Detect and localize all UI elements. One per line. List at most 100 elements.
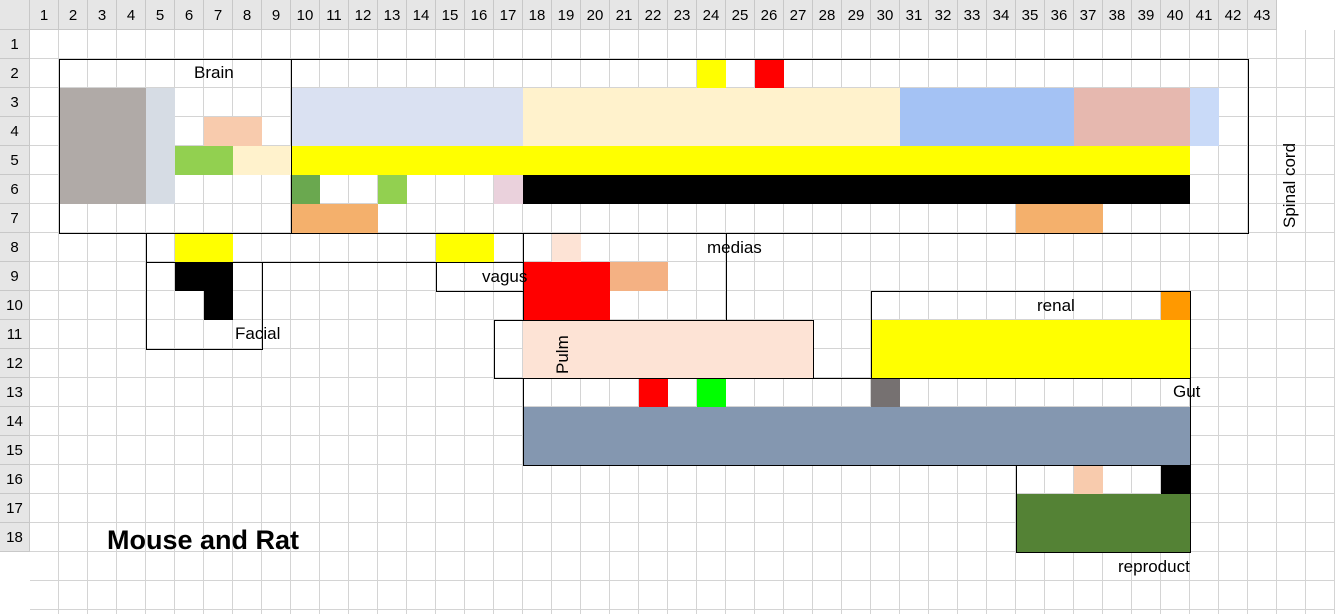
row-header-16[interactable]: 16 [0,465,30,494]
cell-fill-pink [494,175,523,204]
column-header-29[interactable]: 29 [842,0,871,30]
facial-region [146,262,263,350]
cell-fill-dark-green [291,175,320,204]
column-header-37[interactable]: 37 [1074,0,1103,30]
cell-fill-yellow [175,233,233,262]
row-header-7[interactable]: 7 [0,204,30,233]
column-header-8[interactable]: 8 [233,0,262,30]
column-header-6[interactable]: 6 [175,0,204,30]
vagus-label: vagus [482,267,528,286]
column-header-14[interactable]: 14 [407,0,436,30]
cell-fill-yellow [436,233,494,262]
row-header-9[interactable]: 9 [0,262,30,291]
cell-fill-yellow [697,59,726,88]
cell-fill-black [204,291,233,320]
column-header-1[interactable]: 1 [30,0,59,30]
reproduct-label: reproduct [1118,557,1190,576]
row-header-13[interactable]: 13 [0,378,30,407]
column-header-4[interactable]: 4 [117,0,146,30]
cell-fill-slate [523,407,1190,465]
column-header-41[interactable]: 41 [1190,0,1219,30]
spinal-cord-label: Spinal cord [1280,142,1299,228]
column-header-31[interactable]: 31 [900,0,929,30]
column-header-16[interactable]: 16 [465,0,494,30]
cell-fill-rose [1074,88,1190,146]
cell-fill-peach [204,117,262,146]
column-header-10[interactable]: 10 [291,0,320,30]
row-header-15[interactable]: 15 [0,436,30,465]
column-header-39[interactable]: 39 [1132,0,1161,30]
column-header-26[interactable]: 26 [755,0,784,30]
row-header-6[interactable]: 6 [0,175,30,204]
column-header-36[interactable]: 36 [1045,0,1074,30]
cell-fill-red [755,59,784,88]
column-header-22[interactable]: 22 [639,0,668,30]
row-header-12[interactable]: 12 [0,349,30,378]
cell-fill-red [523,262,610,320]
column-header-33[interactable]: 33 [958,0,987,30]
brain-label: Brain [194,63,234,82]
column-header-43[interactable]: 43 [1248,0,1277,30]
facial-label: Facial [235,324,281,343]
renal-region [871,291,1191,379]
column-header-20[interactable]: 20 [581,0,610,30]
row-header-3[interactable]: 3 [0,88,30,117]
column-header-32[interactable]: 32 [929,0,958,30]
column-header-11[interactable]: 11 [320,0,349,30]
column-header-35[interactable]: 35 [1016,0,1045,30]
gut-region [523,378,1191,466]
column-header-23[interactable]: 23 [668,0,697,30]
pulm-label: Pulm [553,335,572,374]
column-header-18[interactable]: 18 [523,0,552,30]
column-header-2[interactable]: 2 [59,0,88,30]
column-header-24[interactable]: 24 [697,0,726,30]
column-header-9[interactable]: 9 [262,0,291,30]
column-header-25[interactable]: 25 [726,0,755,30]
cell-fill-light-peach [523,320,813,378]
cell-fill-light-peach [552,233,581,262]
cell-fill-black [175,262,233,291]
cell-fill-cream [523,88,900,146]
select-all-corner[interactable] [0,0,30,30]
column-header-15[interactable]: 15 [436,0,465,30]
column-header-38[interactable]: 38 [1103,0,1132,30]
spinal-region [291,59,1249,234]
column-header-28[interactable]: 28 [813,0,842,30]
row-header-17[interactable]: 17 [0,494,30,523]
column-header-13[interactable]: 13 [378,0,407,30]
row-header-10[interactable]: 10 [0,291,30,320]
column-header-17[interactable]: 17 [494,0,523,30]
row-header-8[interactable]: 8 [0,233,30,262]
cell-fill-light-green [378,175,407,204]
cell-fill-light-green [175,146,233,175]
row-header-2[interactable]: 2 [0,59,30,88]
renal-label: renal [1037,296,1075,315]
row-header-5[interactable]: 5 [0,146,30,175]
column-header-7[interactable]: 7 [204,0,233,30]
gut-label: Gut [1173,382,1201,401]
column-header-21[interactable]: 21 [610,0,639,30]
column-header-27[interactable]: 27 [784,0,813,30]
column-header-34[interactable]: 34 [987,0,1016,30]
brain-region [59,59,292,234]
column-header-30[interactable]: 30 [871,0,900,30]
cell-fill-olive-green [1016,494,1190,552]
cell-fill-lavender [291,88,523,146]
row-header-1[interactable]: 1 [0,30,30,59]
column-header-3[interactable]: 3 [88,0,117,30]
cell-fill-orange [291,204,378,233]
row-header-18[interactable]: 18 [0,523,30,552]
column-header-19[interactable]: 19 [552,0,581,30]
cell-fill-bright-green [697,378,726,407]
column-header-5[interactable]: 5 [146,0,175,30]
medias-region [523,233,727,321]
column-header-40[interactable]: 40 [1161,0,1190,30]
cell-fill-peach [1074,465,1103,494]
column-header-12[interactable]: 12 [349,0,378,30]
row-header-11[interactable]: 11 [0,320,30,349]
row-header-14[interactable]: 14 [0,407,30,436]
medias-label: medias [707,238,762,257]
row-header-4[interactable]: 4 [0,117,30,146]
column-header-42[interactable]: 42 [1219,0,1248,30]
